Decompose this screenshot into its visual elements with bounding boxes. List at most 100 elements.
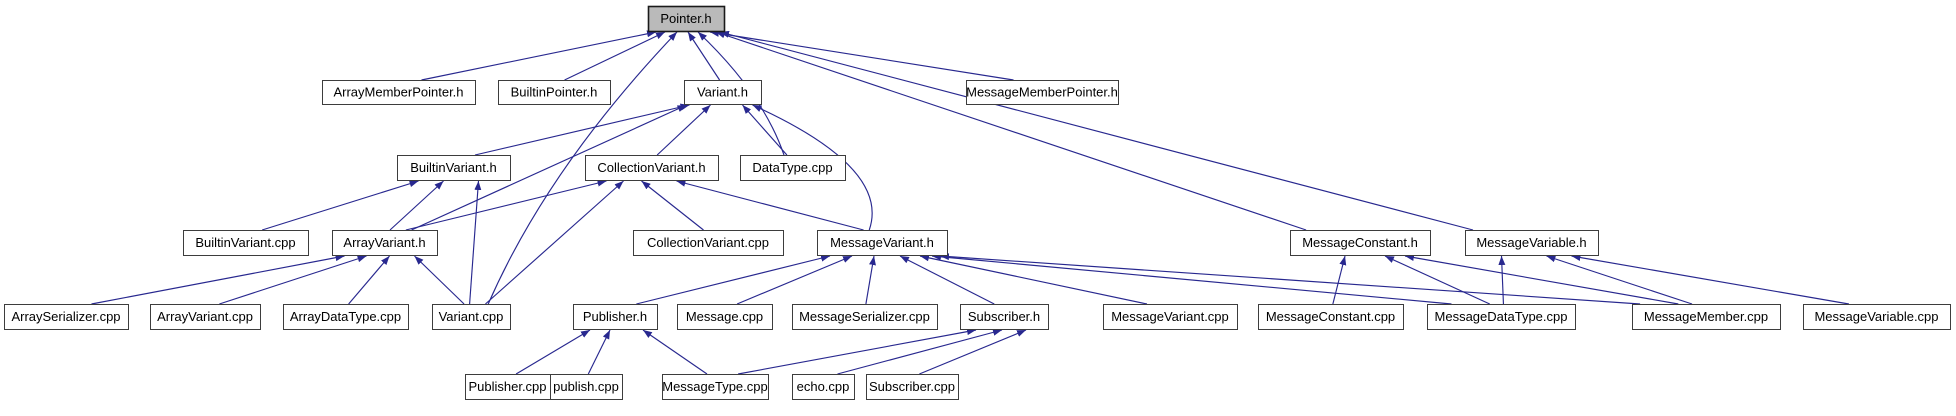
edge-Subscriber.h-to-MessageVariant.h [899, 255, 995, 305]
node-Message.cpp[interactable]: Message.cpp [677, 304, 773, 330]
node-MessageVariant.cpp[interactable]: MessageVariant.cpp [1103, 304, 1238, 330]
node-MessageSerializer.cpp[interactable]: MessageSerializer.cpp [792, 304, 938, 330]
edge-ArrayVariant.cpp-to-ArrayVariant.h [219, 255, 367, 305]
edge-CollectionVariant.cpp-to-CollectionVariant.h [641, 180, 704, 231]
node-MessageConstant.cpp[interactable]: MessageConstant.cpp [1258, 304, 1404, 330]
node-box [792, 374, 855, 400]
edge-BuiltinPointer.h-to-Pointer.h [564, 31, 666, 81]
node-BuiltinPointer.h[interactable]: BuiltinPointer.h [498, 80, 611, 105]
node-MessageConstant.h[interactable]: MessageConstant.h [1290, 230, 1431, 256]
node-BuiltinVariant.cpp[interactable]: BuiltinVariant.cpp [183, 230, 309, 256]
node-MessageMember.cpp[interactable]: MessageMember.cpp [1632, 304, 1781, 330]
edge-MessageVariant.h-to-CollectionVariant.h [676, 179, 864, 231]
edge-MessageMember.cpp-to-MessageVariable.h [1546, 255, 1693, 305]
node-MessageVariant.h[interactable]: MessageVariant.h [817, 230, 948, 256]
node-publish.cpp[interactable]: publish.cpp [550, 374, 623, 400]
edge-DataType.cpp-to-Variant.h [742, 104, 788, 156]
node-ArrayDataType.cpp[interactable]: ArrayDataType.cpp [283, 304, 409, 330]
node-CollectionVariant.cpp[interactable]: CollectionVariant.cpp [633, 230, 784, 256]
edge-MessageDataType.cpp-to-MessageVariable.h [1498, 255, 1506, 305]
node-label: BuiltinPointer.h [511, 85, 598, 100]
edge-Publisher.cpp-to-Publisher.h [515, 329, 591, 375]
node-BuiltinVariant.h[interactable]: BuiltinVariant.h [397, 155, 511, 181]
edge-MessageMember.cpp-to-MessageConstant.h [1404, 254, 1679, 305]
node-box [573, 304, 658, 330]
edge-MessageVariant.h-to-Variant.h [752, 104, 873, 231]
edge-echo.cpp-to-Subscriber.h [837, 328, 1003, 375]
node-box [1290, 230, 1431, 256]
node-MessageType.cpp[interactable]: MessageType.cpp [662, 374, 769, 400]
node-box [740, 155, 846, 181]
edge-BuiltinVariant.h-to-Variant.h [474, 103, 690, 156]
node-label: CollectionVariant.cpp [647, 235, 769, 250]
node-box [585, 155, 719, 181]
node-Publisher.h[interactable]: Publisher.h [573, 304, 658, 330]
node-Subscriber.h[interactable]: Subscriber.h [960, 304, 1049, 330]
edge-MessageVariable.cpp-to-MessageVariable.h [1571, 254, 1849, 305]
node-label: MessageType.cpp [662, 379, 768, 394]
node-label: ArrayMemberPointer.h [333, 85, 463, 100]
node-box [677, 304, 773, 330]
node-MessageMemberPointer.h[interactable]: MessageMemberPointer.h [966, 80, 1119, 105]
node-box [817, 230, 948, 256]
node-box [332, 230, 438, 256]
node-DataType.cpp[interactable]: DataType.cpp [740, 155, 846, 181]
node-Pointer.h[interactable]: Pointer.h [647, 5, 726, 33]
node-label: BuiltinVariant.h [410, 160, 496, 175]
edge-MessageConstant.cpp-to-MessageConstant.h [1332, 255, 1347, 305]
node-label: MessageDataType.cpp [1435, 309, 1568, 324]
node-box [4, 304, 129, 330]
node-Subscriber.cpp[interactable]: Subscriber.cpp [866, 374, 959, 400]
node-box [432, 304, 511, 330]
edge-MessageMember.cpp-to-MessageVariant.h [939, 253, 1641, 305]
node-label: BuiltinVariant.cpp [195, 235, 295, 250]
node-CollectionVariant.h[interactable]: CollectionVariant.h [585, 155, 719, 181]
edge-Variant.cpp-to-ArrayVariant.h [414, 255, 465, 305]
node-box [322, 80, 476, 105]
edge-Subscriber.cpp-to-Subscriber.h [919, 329, 1027, 375]
node-label: MessageMember.cpp [1644, 309, 1768, 324]
edge-Publisher.h-to-MessageVariant.h [636, 254, 831, 305]
edge-MessageVariant.cpp-to-MessageVariant.h [919, 254, 1148, 305]
node-Variant.h[interactable]: Variant.h [684, 80, 762, 105]
node-label: ArraySerializer.cpp [11, 309, 120, 324]
edge-ArraySerializer.cpp-to-ArrayVariant.h [91, 254, 345, 305]
node-echo.cpp[interactable]: echo.cpp [792, 374, 855, 400]
node-MessageVariable.h[interactable]: MessageVariable.h [1465, 230, 1599, 256]
node-box [183, 230, 309, 256]
edge-MessageSerializer.cpp-to-MessageVariant.h [865, 255, 876, 305]
node-ArrayVariant.h[interactable]: ArrayVariant.h [332, 230, 438, 256]
edge-ArrayMemberPointer.h-to-Pointer.h [421, 30, 657, 81]
edge-Variant.cpp-to-CollectionVariant.h [485, 180, 624, 305]
node-ArraySerializer.cpp[interactable]: ArraySerializer.cpp [4, 304, 129, 330]
node-MessageDataType.cpp[interactable]: MessageDataType.cpp [1427, 304, 1576, 330]
node-box [684, 80, 762, 105]
node-MessageVariable.cpp[interactable]: MessageVariable.cpp [1803, 304, 1951, 330]
node-label: ArrayVariant.cpp [157, 309, 253, 324]
edge-Message.cpp-to-MessageVariant.h [736, 255, 853, 305]
node-box [1103, 304, 1238, 330]
root-node-box [647, 5, 726, 33]
node-box [1427, 304, 1576, 330]
node-label: MessageMemberPointer.h [966, 85, 1118, 100]
edge-Variant.cpp-to-BuiltinVariant.h [469, 180, 482, 305]
node-ArrayMemberPointer.h[interactable]: ArrayMemberPointer.h [322, 80, 476, 105]
node-box [633, 230, 784, 256]
node-label: Publisher.h [583, 309, 647, 324]
node-label: ArrayVariant.h [343, 235, 425, 250]
node-box [397, 155, 511, 181]
node-ArrayVariant.cpp[interactable]: ArrayVariant.cpp [150, 304, 261, 330]
node-Publisher.cpp[interactable]: Publisher.cpp [465, 374, 551, 400]
node-Variant.cpp[interactable]: Variant.cpp [432, 304, 511, 330]
edge-ArrayVariant.h-to-Variant.h [411, 104, 687, 231]
node-label: echo.cpp [797, 379, 850, 394]
node-box [1632, 304, 1781, 330]
node-label: Subscriber.h [968, 309, 1040, 324]
node-label: MessageConstant.h [1302, 235, 1418, 250]
edge-ArrayVariant.h-to-CollectionVariant.h [405, 179, 607, 231]
node-label: Pointer.h [660, 11, 711, 26]
edge-ArrayVariant.h-to-BuiltinVariant.h [389, 180, 444, 231]
node-label: MessageSerializer.cpp [799, 309, 930, 324]
node-label: Subscriber.cpp [869, 379, 955, 394]
